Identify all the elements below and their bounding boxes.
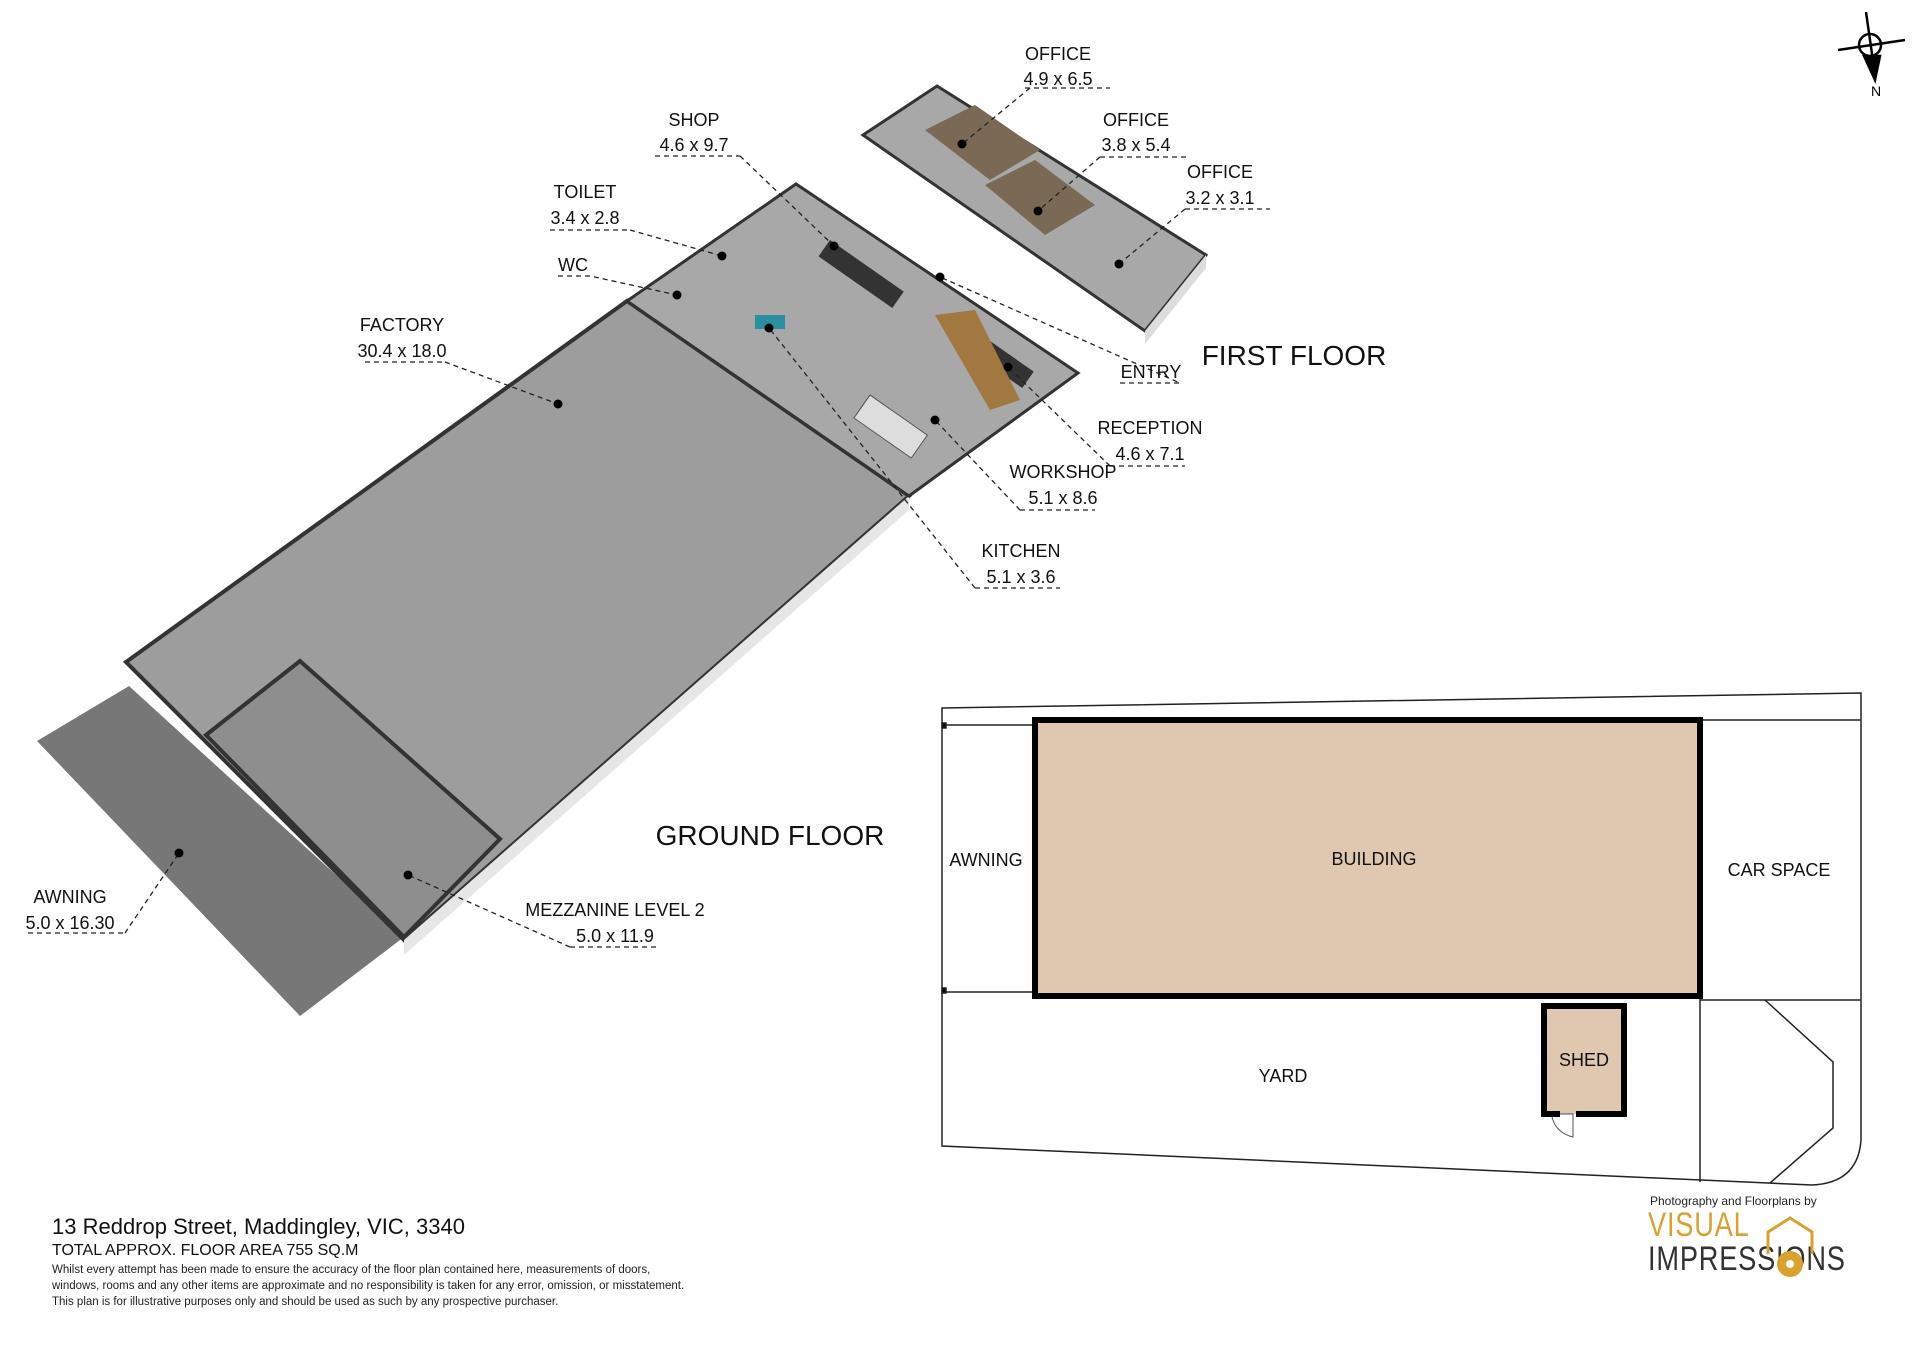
house-aperture-icon <box>1766 1216 1814 1277</box>
room-dims: 5.1 x 8.6 <box>1028 488 1097 508</box>
ground-floor-title: GROUND FLOOR <box>656 820 885 851</box>
car-space-label: CAR SPACE <box>1728 860 1831 880</box>
room-dims: 4.9 x 6.5 <box>1023 69 1092 89</box>
room-name: SHOP <box>668 110 719 130</box>
office-carpet <box>925 105 1040 180</box>
room-dims: 3.2 x 3.1 <box>1185 188 1254 208</box>
visual-impressions-logo: Photography and Floorplans by VISUAL IMP… <box>1648 1194 1868 1277</box>
office-carpet-2 <box>985 160 1095 235</box>
room-dims: 3.8 x 5.4 <box>1101 135 1170 155</box>
factory-wall-right <box>404 496 909 955</box>
room-name: ENTRY <box>1121 362 1182 382</box>
awning-floor <box>37 686 404 1016</box>
room-dims: 3.4 x 2.8 <box>550 208 619 228</box>
room-name: RECEPTION <box>1097 418 1202 438</box>
room-name: TOILET <box>554 182 617 202</box>
mezzanine-floor <box>203 658 503 940</box>
room-name: WC <box>558 255 588 275</box>
disclaimer-line: windows, rooms and any other items are a… <box>52 1280 685 1292</box>
room-name: OFFICE <box>1025 44 1091 64</box>
room-dims: 5.0 x 16.30 <box>25 913 114 933</box>
logo-byline: Photography and Floorplans by <box>1650 1194 1817 1208</box>
shed-footprint <box>1541 1003 1627 1117</box>
logo-word-visual: VISUAL <box>1648 1206 1750 1244</box>
room-name: MEZZANINE LEVEL 2 <box>525 900 704 920</box>
compass-north-label: N <box>1871 83 1881 99</box>
room-name: AWNING <box>33 887 106 907</box>
total-floor-area: TOTAL APPROX. FLOOR AREA 755 SQ.M <box>52 1242 359 1259</box>
room-dims: 4.6 x 7.1 <box>1115 444 1184 464</box>
disclaimer-line: Whilst every attempt has been made to en… <box>52 1264 651 1276</box>
kitchen-table <box>755 315 785 329</box>
ground-floor-model <box>37 182 1081 1016</box>
room-name: FACTORY <box>360 315 444 335</box>
shop-shelving <box>818 239 904 309</box>
footer: 13 Reddrop Street, Maddingley, VIC, 3340… <box>52 1214 684 1310</box>
workshop-bench <box>853 394 929 459</box>
leaders <box>28 87 1270 948</box>
room-dims: 5.0 x 11.9 <box>576 926 654 946</box>
building-label: BUILDING <box>1331 849 1416 869</box>
compass-icon: N <box>1837 11 1906 99</box>
first-floor-title: FIRST FLOOR <box>1202 340 1387 371</box>
room-dims: 4.6 x 9.7 <box>659 135 728 155</box>
room-name: KITCHEN <box>981 541 1060 561</box>
room-name: WORKSHOP <box>1009 462 1116 482</box>
disclaimer-line: This plan is for illustrative purposes o… <box>52 1296 559 1308</box>
building-footprint <box>1032 717 1703 999</box>
property-address: 13 Reddrop Street, Maddingley, VIC, 3340 <box>52 1214 465 1239</box>
room-name: OFFICE <box>1187 162 1253 182</box>
room-dims: 30.4 x 18.0 <box>357 341 446 361</box>
disclaimer: Whilst every attempt has been made to en… <box>52 1262 684 1310</box>
rear-rooms-floor <box>624 182 1081 498</box>
room-name: OFFICE <box>1103 110 1169 130</box>
room-dims: 5.1 x 3.6 <box>986 567 1055 587</box>
reception-floor-wood <box>935 310 1020 410</box>
shed-label: SHED <box>1559 1050 1609 1070</box>
yard-label: YARD <box>1259 1066 1308 1086</box>
first-floor-side <box>1145 255 1206 344</box>
site-plan <box>941 692 1862 1186</box>
awning-label: AWNING <box>949 850 1022 870</box>
